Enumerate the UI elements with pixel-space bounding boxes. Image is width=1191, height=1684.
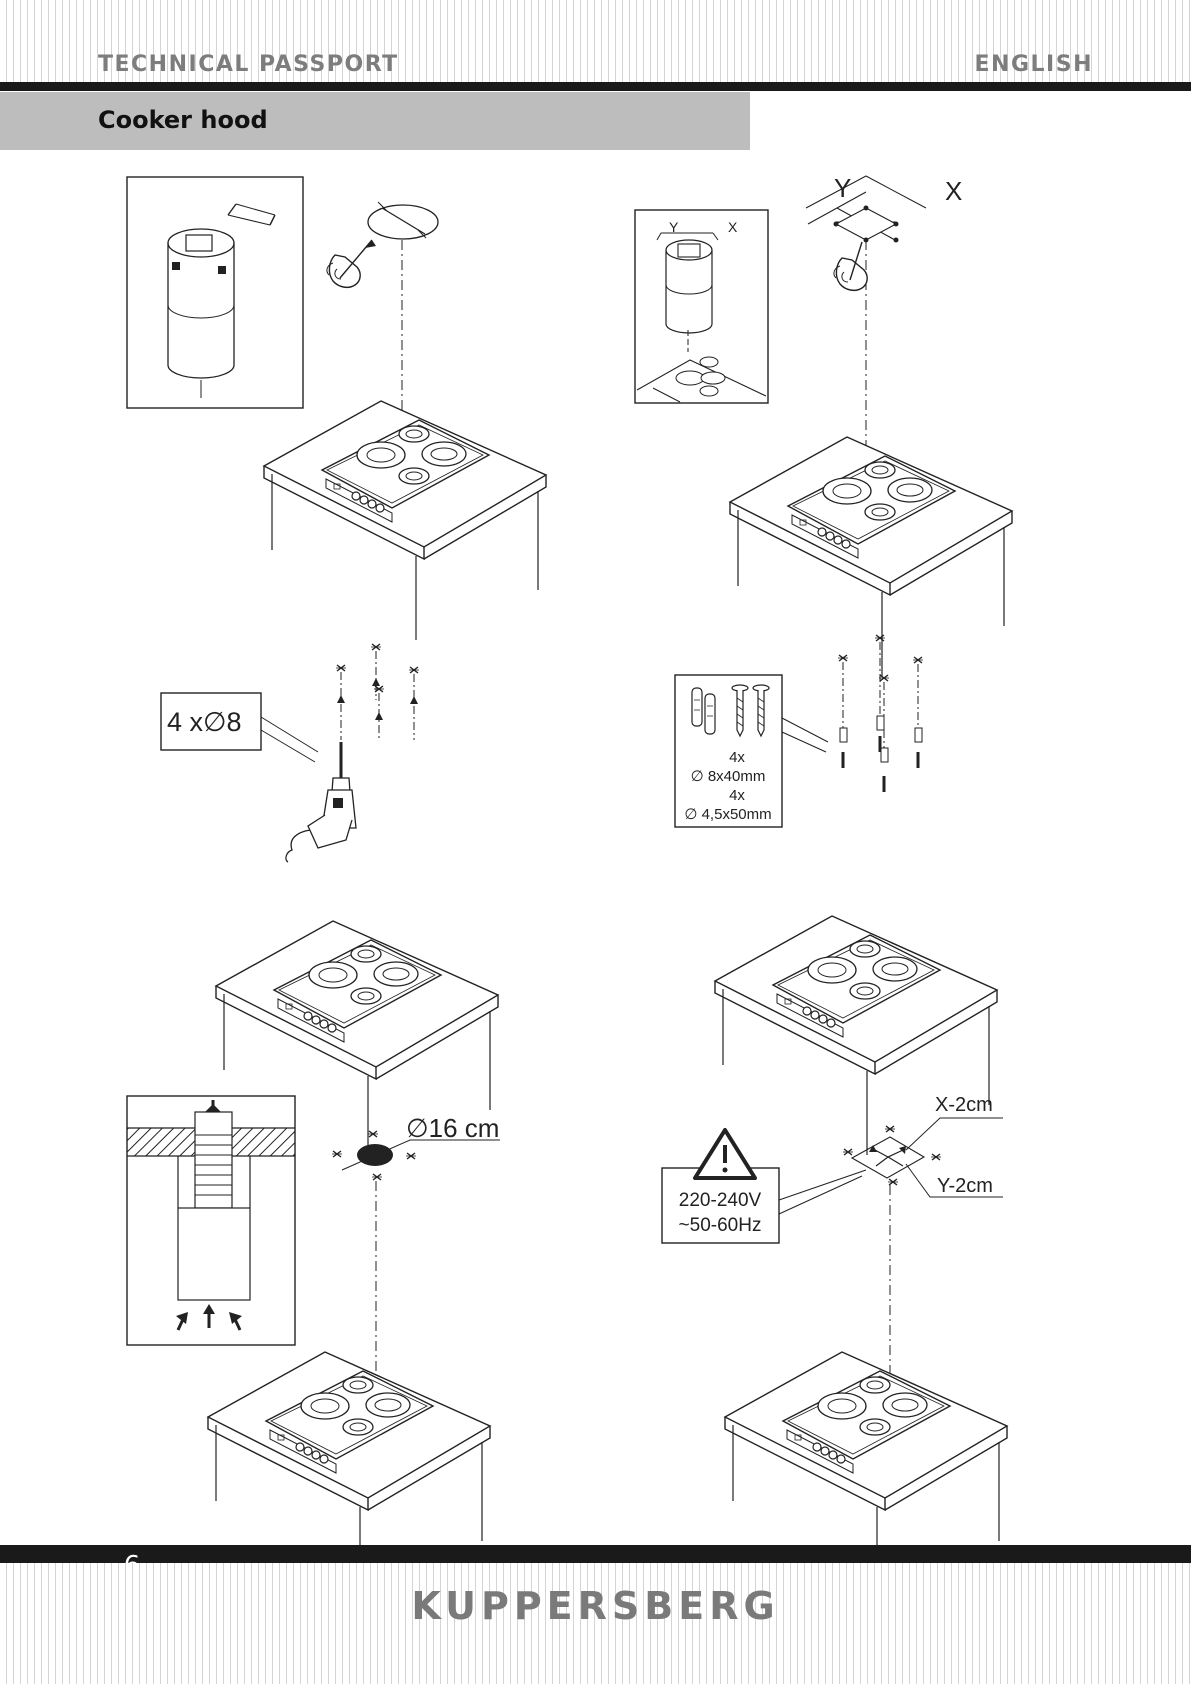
y-offset-label: Y-2cm [937, 1175, 993, 1197]
screw-size: ∅ 4,5x50mm [684, 806, 771, 823]
section-title: Cooker hood [98, 106, 268, 134]
x-offset-label: X-2cm [935, 1094, 993, 1116]
step2-mark-axes: Y X Y X [634, 173, 1013, 677]
footer-rule [0, 1545, 1191, 1563]
y-axis-label: Y [834, 173, 851, 203]
header-stripe-pattern [0, 0, 1191, 82]
plug-count: 4x [729, 749, 745, 766]
small-x-label: X [728, 219, 738, 235]
voltage-label: 220-240V [679, 1190, 762, 1211]
language-label: ENGLISH [974, 52, 1093, 77]
brand-logo-text: KUPPERSBERG [411, 1584, 780, 1628]
header-rule [0, 82, 1191, 91]
footer-stripe-pattern [0, 1563, 1191, 1684]
step1-mark-position [126, 176, 547, 641]
x-axis-label: X [945, 176, 962, 206]
plug-size: ∅ 8x40mm [691, 768, 766, 785]
duct-diameter-label: ∅16 cm [406, 1113, 499, 1143]
drill-size-label: 4 x∅8 [167, 707, 242, 737]
step4-plugs-screws: 4x ∅ 8x40mm 4x ∅ 4,5x50mm [674, 634, 998, 1156]
step5-duct-hole: ∅16 cm [126, 1095, 500, 1545]
section-band: Cooker hood [0, 92, 750, 150]
frequency-label: ~50-60Hz [679, 1215, 762, 1236]
step6-electrical-point: 220-240V ~50-60Hz X-2cm Y-2cm [661, 1094, 1008, 1545]
document-type-label: TECHNICAL PASSPORT [98, 52, 399, 77]
step3-drill-holes: 4 x∅8 [160, 643, 499, 1161]
screw-count: 4x [729, 787, 745, 804]
small-y-label: Y [669, 219, 679, 235]
installation-illustrations: Y X Y X 4 x∅8 [126, 173, 1013, 1545]
